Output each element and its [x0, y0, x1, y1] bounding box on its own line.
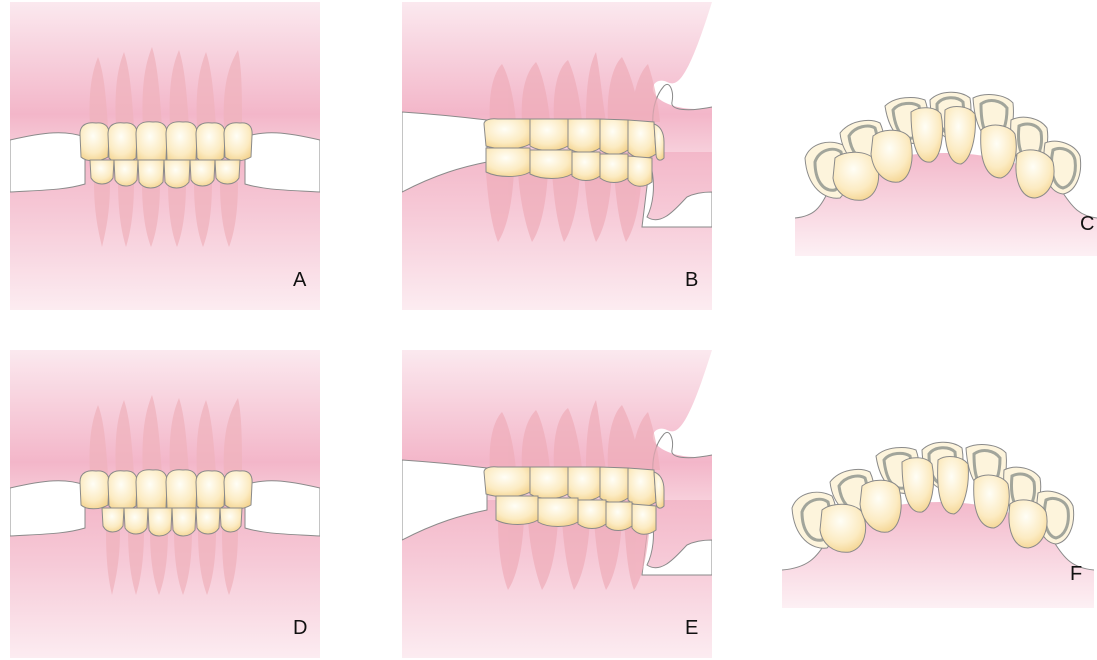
mouth-opening	[245, 481, 320, 536]
panel-f: F	[782, 440, 1094, 608]
panel-e: E	[402, 350, 712, 658]
panel-label-f: F	[1070, 564, 1082, 584]
mouth-opening	[10, 133, 85, 192]
panel-f-drawing	[782, 440, 1094, 608]
panel-d-drawing	[10, 350, 320, 658]
panel-a-drawing	[10, 2, 320, 310]
panel-b: B	[402, 2, 712, 310]
panel-label-a: A	[293, 270, 306, 290]
panel-e-drawing	[402, 350, 712, 658]
panel-c-drawing	[795, 88, 1097, 256]
panel-label-c: C	[1080, 214, 1094, 234]
mouth-opening	[10, 481, 85, 536]
panel-c: C	[795, 88, 1097, 256]
panel-b-drawing	[402, 2, 712, 310]
panel-label-d: D	[293, 618, 307, 638]
panel-label-e: E	[685, 618, 698, 638]
panel-d: D	[10, 350, 320, 658]
upper-crowns	[80, 470, 252, 512]
panel-label-b: B	[685, 270, 698, 290]
upper-crowns	[80, 122, 252, 164]
panel-a: A	[10, 2, 320, 310]
mouth-opening	[245, 133, 320, 192]
